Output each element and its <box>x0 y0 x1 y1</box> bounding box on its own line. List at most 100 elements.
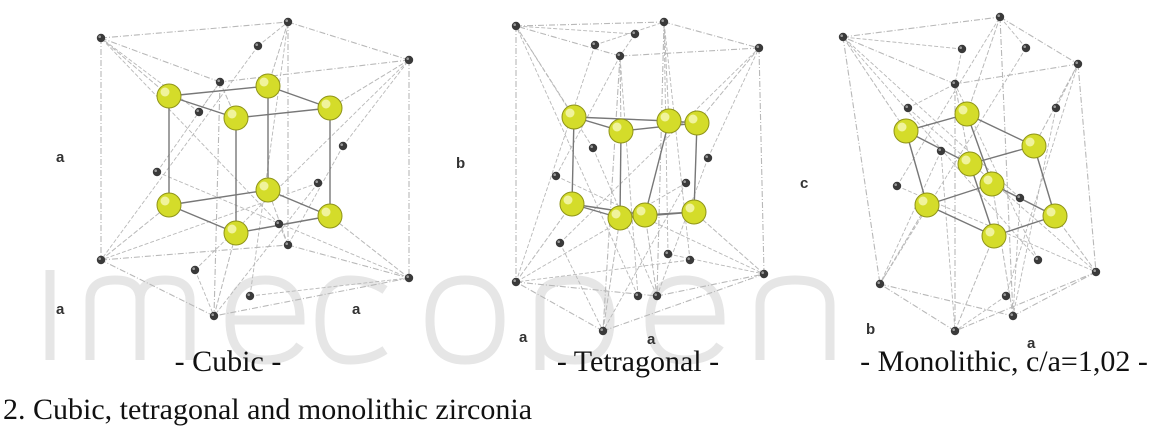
oxygen-atom <box>555 238 565 248</box>
atom-highlight <box>756 45 759 48</box>
lattice-edge <box>758 47 765 275</box>
atom-highlight <box>259 181 269 191</box>
bond-line <box>966 16 1001 115</box>
atom-highlight <box>636 206 646 216</box>
bond-line <box>954 48 963 85</box>
cubic-axis-label-left: a <box>56 149 65 166</box>
atom-highlight <box>687 257 690 261</box>
bond-line <box>663 21 691 261</box>
lattice-edge <box>663 21 760 49</box>
lattice-edge <box>515 281 604 332</box>
zirconium-atom <box>317 95 343 121</box>
oxygen-atom <box>598 326 608 336</box>
lattice-edge <box>842 16 1001 38</box>
atom-highlight <box>952 328 955 332</box>
bond-line <box>515 259 691 283</box>
lattice-edge <box>656 21 665 297</box>
zirconium-atom <box>656 108 682 134</box>
atom-highlight <box>600 328 603 332</box>
bond-line <box>602 182 687 332</box>
atom-highlight <box>406 275 410 279</box>
oxygen-atom <box>511 21 521 31</box>
atom-highlight <box>1075 61 1078 64</box>
zirconium-atom <box>979 171 1005 197</box>
monolithic-axis-label-bottom-right: a <box>1027 335 1036 352</box>
zirconium-atom <box>914 192 940 218</box>
bond-line <box>555 55 621 177</box>
lattice-edge <box>287 244 410 279</box>
bond-line <box>619 55 639 297</box>
cubic-axis-label-bottom-left: a <box>56 301 65 318</box>
oxygen-atom <box>759 269 769 279</box>
atom-highlight <box>557 240 560 243</box>
lattice-edge <box>100 244 289 261</box>
oxygen-atom <box>245 291 255 301</box>
bond-line <box>213 182 319 317</box>
zirconium-atom <box>893 118 919 144</box>
oxygen-atom <box>274 219 284 229</box>
oxygen-atom <box>659 17 669 27</box>
atom-highlight <box>617 53 620 56</box>
oxygen-atom <box>936 146 946 156</box>
bond-line <box>619 33 636 57</box>
oxygen-atom <box>1073 59 1083 69</box>
atom-highlight <box>154 169 157 172</box>
tetragonal-axis-label-bottom-left: a <box>519 329 528 346</box>
oxygen-atom <box>892 181 902 191</box>
inner-cube-edge <box>905 130 928 206</box>
bond-line <box>842 36 1021 199</box>
oxygen-atom <box>1008 311 1018 321</box>
zirconium-atom <box>223 105 249 131</box>
inner-cube-edge <box>571 116 575 205</box>
atom-highlight <box>654 293 657 297</box>
atom-highlight <box>877 281 880 285</box>
bond-line <box>100 37 200 113</box>
oxygen-atom <box>511 277 521 287</box>
atom-highlight <box>661 19 664 23</box>
lattice-edge <box>100 259 215 317</box>
atom-highlight <box>513 279 516 283</box>
lattice-edge <box>1012 271 1097 317</box>
atom-highlight <box>553 173 556 176</box>
atom-highlight <box>958 105 968 115</box>
zirconium-atom <box>981 223 1007 249</box>
bond-line <box>602 217 621 332</box>
lattice-edge <box>879 283 956 332</box>
cubic-axis-label-bottom-right: a <box>352 301 361 318</box>
atom-highlight <box>632 31 635 34</box>
lattice-edge <box>656 273 765 297</box>
atom-highlight <box>160 196 170 206</box>
oxygen-atom <box>588 143 598 153</box>
oxygen-atom <box>685 255 695 265</box>
zirconium-atom <box>632 202 658 228</box>
bond-line <box>100 45 259 261</box>
bond-line <box>667 253 765 275</box>
atom-highlight <box>1023 45 1026 48</box>
bond-line <box>954 83 971 165</box>
inner-cube-edge <box>644 120 670 216</box>
oxygen-atom <box>1001 291 1011 301</box>
lattice-edge <box>100 37 221 83</box>
lattice-edge <box>619 47 760 57</box>
oxygen-atom <box>96 255 106 265</box>
atom-highlight <box>897 122 907 132</box>
atom-highlight <box>276 221 280 224</box>
zirconium-atom <box>681 199 707 225</box>
atom-highlight <box>660 112 670 122</box>
oxygen-atom <box>253 41 263 51</box>
bond-line <box>656 157 709 297</box>
atom-highlight <box>98 257 101 261</box>
oxygen-atom <box>1033 255 1043 265</box>
lattice-edge <box>100 21 289 39</box>
inner-cube-edge <box>693 122 698 213</box>
oxygen-atom <box>630 29 640 39</box>
zirconium-atom <box>317 203 343 229</box>
tetragonal-lattice <box>511 17 769 336</box>
oxygen-atom <box>1015 193 1025 203</box>
inner-cube-edge <box>168 189 269 206</box>
bond-line <box>696 47 760 124</box>
oxygen-atom <box>875 279 885 289</box>
bond-line <box>515 203 573 283</box>
atom-highlight <box>247 293 250 297</box>
